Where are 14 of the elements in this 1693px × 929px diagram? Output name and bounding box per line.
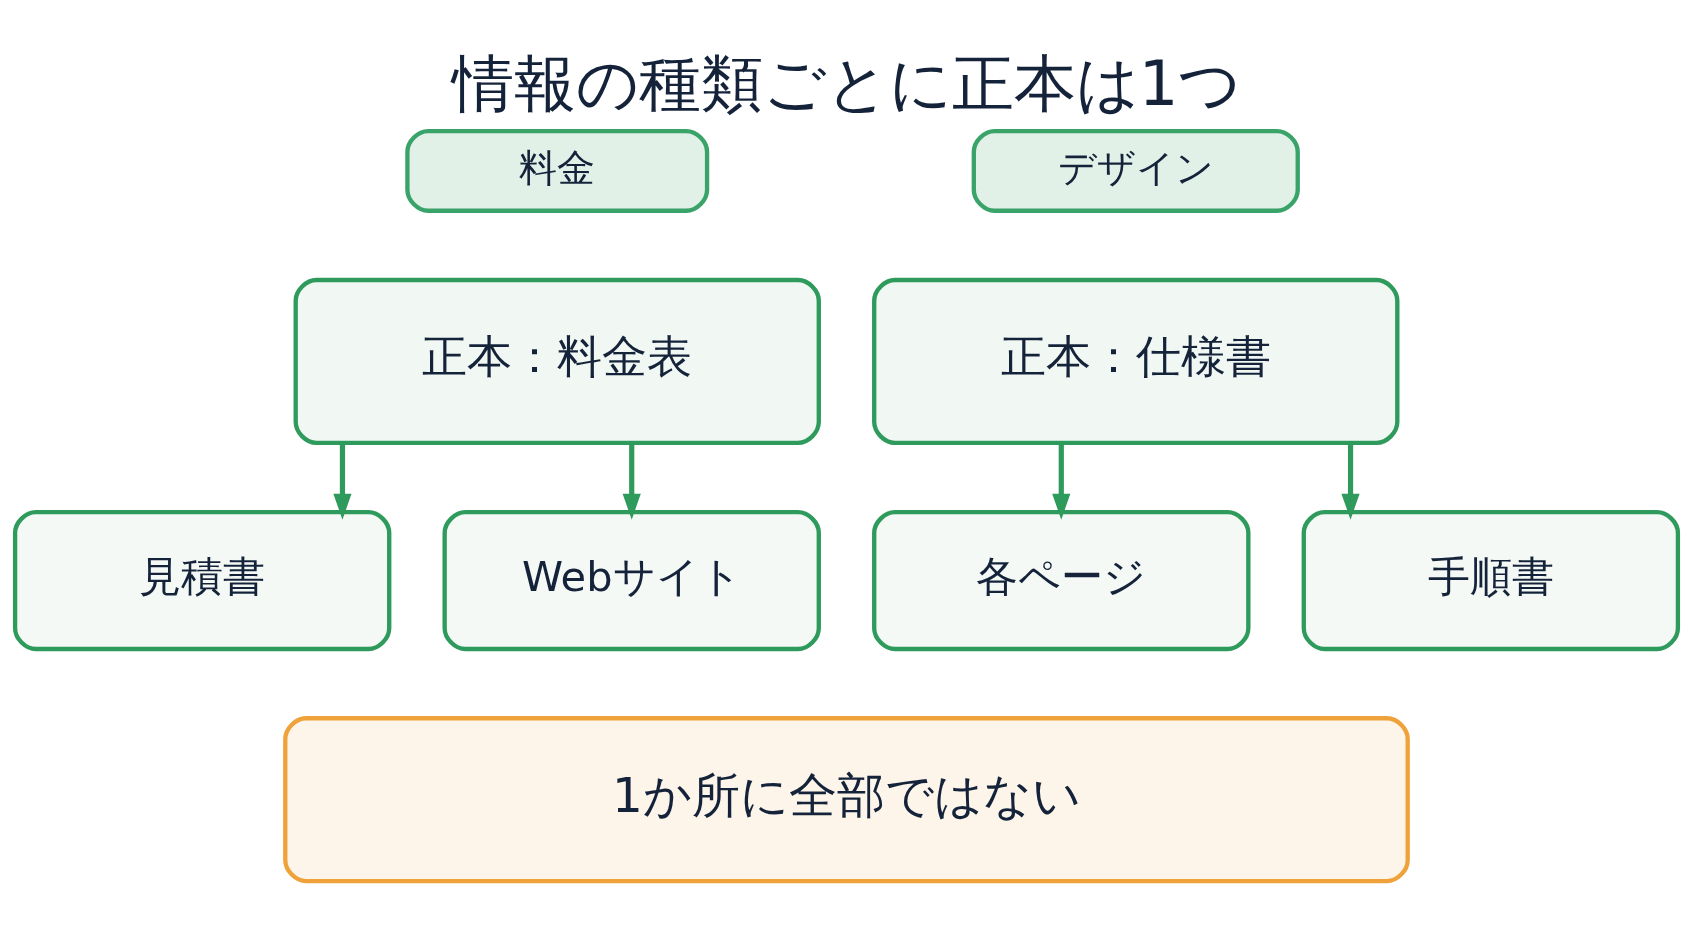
node-box: 正本：料金表 [293, 277, 821, 445]
node-box: 料金 [405, 128, 710, 213]
node-box: デザイン [971, 128, 1300, 213]
arrow [1052, 443, 1071, 520]
node-box: 手順書 [1301, 509, 1681, 652]
arrow [1341, 443, 1360, 520]
node-box: 正本：仕様書 [872, 277, 1400, 445]
diagram-title: 情報の種類ごとに正本は1つ [451, 46, 1242, 120]
node-box: 見積書 [12, 509, 392, 652]
node-box: 各ページ [872, 509, 1251, 652]
arrow [622, 443, 641, 520]
node-box: Webサイト [442, 509, 821, 652]
node-box: 1か所に全部ではない [283, 716, 1410, 884]
arrow [333, 443, 352, 520]
